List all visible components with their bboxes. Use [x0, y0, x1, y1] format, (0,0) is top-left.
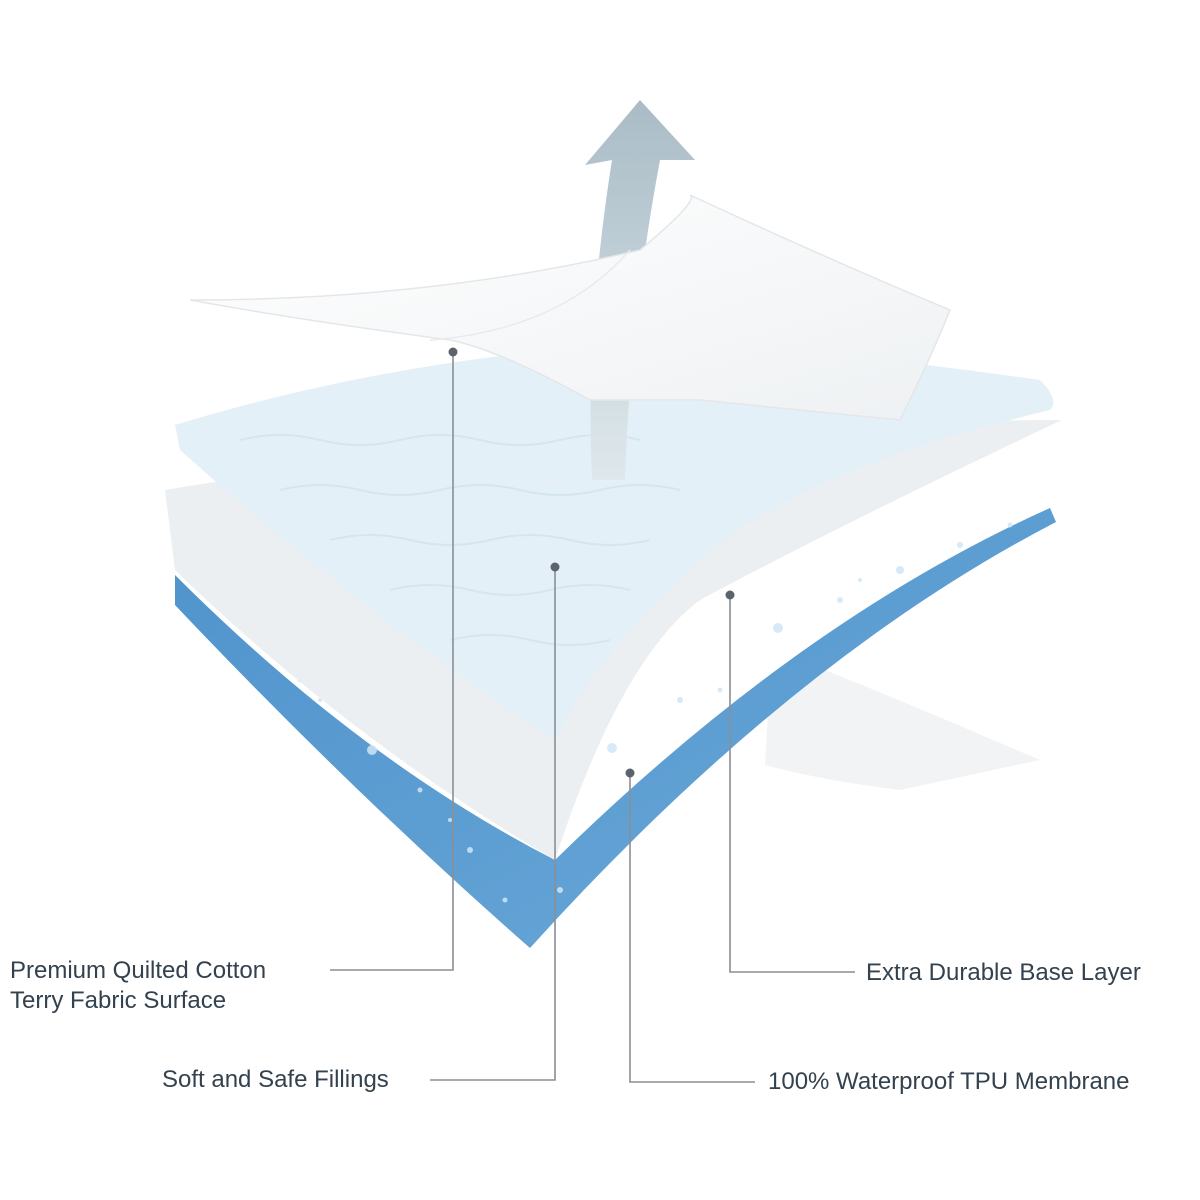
- label-base-layer: Extra Durable Base Layer: [866, 959, 1141, 986]
- top-layer-fold-line: [429, 249, 631, 341]
- label-top-layer-line1: Premium Quilted Cotton: [10, 957, 267, 984]
- base-layer-sheet: [765, 668, 1040, 790]
- quilt-wave-pattern: [239, 434, 681, 646]
- filling-layer: [175, 340, 1054, 740]
- label-membrane: 100% Waterproof TPU Membrane: [768, 1068, 1130, 1095]
- callout-dot-base: [725, 590, 735, 600]
- leader-line-filling: [430, 567, 556, 1081]
- leader-line-base: [729, 595, 855, 973]
- callout-dot-top: [448, 347, 458, 357]
- leader-line-membrane: [629, 773, 755, 1083]
- callout-dot-membrane: [625, 768, 635, 778]
- top-cotton-layer: [189, 194, 951, 421]
- tpu-membrane-layer: [175, 508, 1056, 948]
- callout-dots: [448, 347, 735, 778]
- label-top-layer-line2: Terry Fabric Surface: [10, 987, 227, 1014]
- water-droplets: [237, 522, 1013, 903]
- leader-line-top: [330, 352, 454, 971]
- label-top-layer: Premium Quilted Cotton Terry Fabric Surf…: [10, 956, 266, 1016]
- callout-dot-filling: [550, 562, 560, 572]
- leader-lines: [330, 352, 855, 1083]
- label-filling: Soft and Safe Fillings: [162, 1066, 389, 1093]
